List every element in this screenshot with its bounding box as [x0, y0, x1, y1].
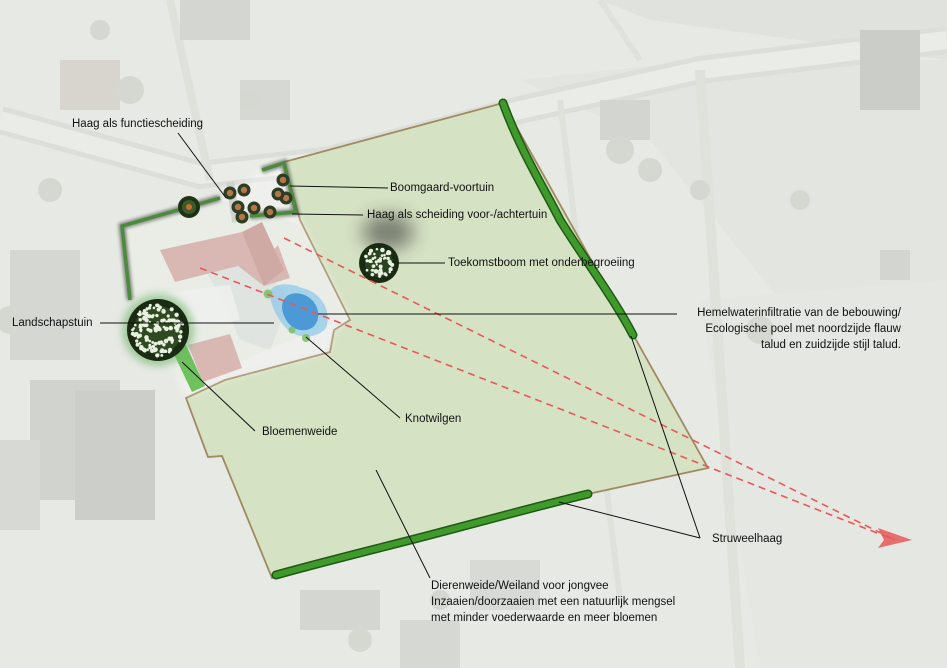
label-haag-functiescheiding: Haag als functiescheiding: [72, 118, 204, 130]
label-dierenweide-1: Dierenweide/Weiland voor jongvee: [431, 580, 609, 592]
label-bloemenweide: Bloemenweide: [262, 426, 338, 438]
label-struweelhaag: Struweelhaag: [712, 533, 783, 545]
orchard-tree: [263, 205, 277, 219]
orchard-tree: [178, 196, 200, 218]
label-boomgaard-voortuin: Boomgaard-voortuin: [390, 182, 495, 194]
farmhouse: [160, 232, 290, 286]
orchard: [223, 173, 293, 224]
label-hemelwater-2: Ecologische poel met noordzijde flauw: [705, 323, 901, 335]
label-knotwilgen: Knotwilgen: [405, 413, 462, 425]
orchard-tree: [276, 173, 290, 187]
landscape-tree: [122, 294, 194, 366]
orchard-tree: [223, 186, 237, 200]
hedge-east: [498, 98, 638, 340]
farmyard: [118, 158, 350, 398]
hedge-south: [271, 489, 593, 580]
orchard-tree: [235, 210, 249, 224]
label-hemelwater-3: talud en zuidzijde stijl talud.: [761, 339, 901, 351]
label-toekomstboom: Toekomstboom met onderbegroeiing: [448, 257, 635, 269]
orchard-tree: [271, 187, 285, 201]
shed: [188, 334, 242, 382]
label-landschapstuin: Landschapstuin: [12, 317, 93, 329]
orchard-tree: [247, 201, 261, 215]
future-tree: [359, 214, 414, 283]
label-dierenweide-2: Inzaaien/doorzaaien met een natuurlijk m…: [431, 596, 676, 608]
label-hemelwater-1: Hemelwaterinfiltratie van de bebouwing/: [697, 307, 901, 319]
sight-line-arrow: [199, 237, 912, 548]
label-dierenweide-3: met minder voederwaarde en meer bloemen: [431, 612, 658, 624]
pond: [269, 284, 328, 337]
label-haag-scheiding: Haag als scheiding voor-/achtertuin: [367, 209, 548, 221]
orchard-tree: [231, 200, 245, 214]
leader-lines: [100, 132, 701, 579]
orchard-tree: [237, 183, 251, 197]
